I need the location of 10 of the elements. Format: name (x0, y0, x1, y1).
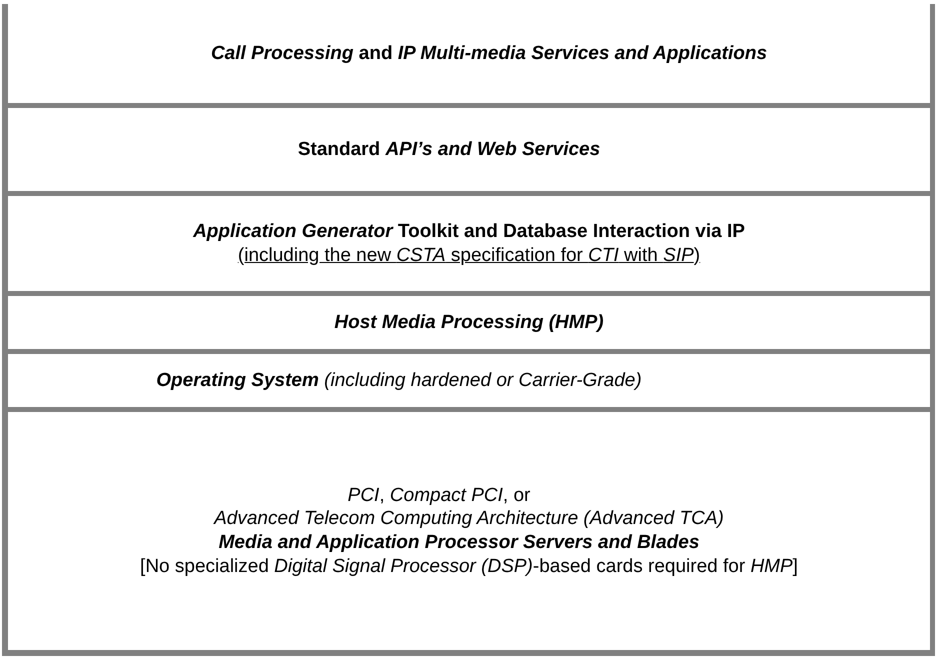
layer-text: [No specialized Digital Signal Processor (DSP)-based cards required for HMP] (140, 554, 798, 578)
layer-title: Call Processing and IP Multi-media Services and Applications (210, 42, 768, 66)
layer-title: Application Generator Toolkit and Database Interaction via IP (193, 220, 745, 244)
layer-title: Standard API’s and Web Services (298, 138, 600, 162)
layer-title: PCI, Compact PCI, or (348, 484, 530, 508)
layer-title: Host Media Processing (HMP) (334, 310, 604, 334)
layer-text: (including the new CSTA specification for CTI with SIP) (238, 244, 700, 268)
layer-text: Advanced Telecom Computing Architecture (Advanced TCA) (214, 507, 724, 531)
layer-text: Media and Application Processor Servers and Blades (218, 531, 700, 555)
layer-title: Operating System (including hardened or Carrier-Grade) (156, 368, 642, 392)
